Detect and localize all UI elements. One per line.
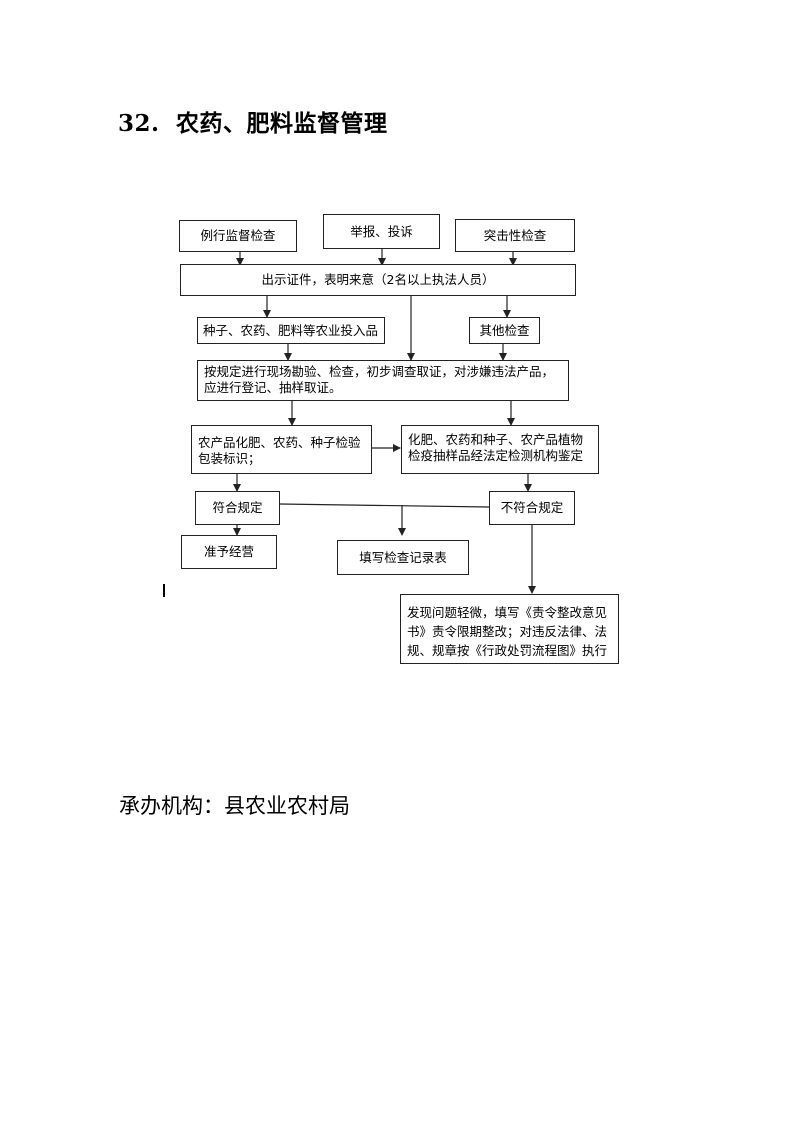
box-noncompliant: 不符合规定: [489, 491, 575, 525]
line-compliant-to-noncompliant: [279, 503, 490, 508]
box-report-complaint: 举报、投诉: [323, 214, 440, 249]
box-routine-inspection: 例行监督检查: [179, 220, 297, 252]
section-title: 农药、肥料监督管理: [176, 110, 388, 137]
box-lab-test: 化肥、农药和种子、农产品植物检疫抽样品经法定检测机构鉴定: [401, 425, 599, 474]
box-surprise-inspection: 突击性检查: [455, 219, 575, 252]
text-cursor-mark: [163, 584, 165, 597]
box-handling: 发现问题轻微，填写《责令整改意见书》责令限期整改；对违反法律、法规、规章按《行政…: [400, 594, 619, 664]
box-compliant: 符合规定: [195, 491, 280, 525]
box-fill-record: 填写检查记录表: [337, 540, 469, 575]
box-seeds-inputs: 种子、农药、肥料等农业投入品: [197, 317, 385, 344]
page-title: 32. 农药、肥料监督管理: [118, 104, 388, 138]
box-onsite-inspection: 按规定进行现场勘验、检查，初步调查取证，对涉嫌违法产品，应进行登记、抽样取证。: [197, 360, 569, 401]
box-label-check: 农产品化肥、农药、种子检验包装标识；: [191, 425, 372, 474]
box-other-inspection: 其他检查: [469, 317, 540, 344]
box-show-credentials: 出示证件，表明来意（2名以上执法人员）: [180, 264, 576, 296]
section-number: 32.: [118, 110, 160, 137]
organizer-line: 承办机构：县农业农村局: [119, 794, 350, 818]
box-permit-operation: 准予经营: [181, 535, 277, 569]
